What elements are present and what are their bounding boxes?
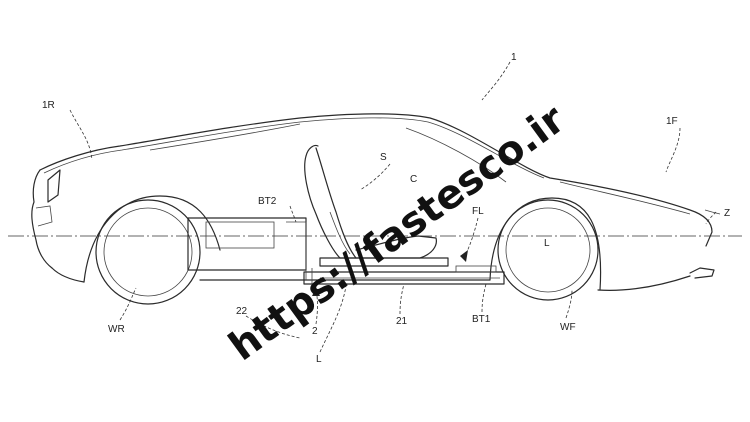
ref-label-wf: WF bbox=[560, 322, 576, 333]
structural-member-2 bbox=[305, 222, 313, 286]
ref-label-s: S bbox=[380, 152, 387, 163]
battery-pack-bt2 bbox=[187, 217, 307, 271]
ref-label-21: 21 bbox=[396, 316, 408, 327]
ref-label-1f: 1F bbox=[666, 116, 678, 127]
front-wheel bbox=[489, 197, 602, 301]
seat bbox=[304, 144, 449, 267]
ref-label-wr: WR bbox=[108, 324, 125, 335]
ref-label-bt1: BT1 bbox=[472, 314, 491, 325]
arrow-fl-icon bbox=[460, 250, 468, 262]
ref-label-1r: 1R bbox=[42, 100, 55, 111]
leader-lines bbox=[69, 61, 717, 353]
ref-label-fl: FL bbox=[472, 206, 484, 217]
ref-label-z: Z bbox=[724, 208, 730, 219]
ref-label-bt2: BT2 bbox=[258, 196, 277, 207]
arrow-2-icon bbox=[312, 288, 320, 296]
ref-label-1: 1 bbox=[511, 52, 517, 63]
ref-label-2: 2 bbox=[312, 326, 318, 337]
car-body-outline bbox=[31, 113, 721, 291]
ref-label-l: L bbox=[316, 354, 322, 365]
ref-label-22: 22 bbox=[236, 306, 248, 317]
ref-label-center-l: L bbox=[544, 238, 550, 249]
ref-label-c: C bbox=[410, 174, 417, 185]
rear-wheel bbox=[83, 195, 221, 305]
